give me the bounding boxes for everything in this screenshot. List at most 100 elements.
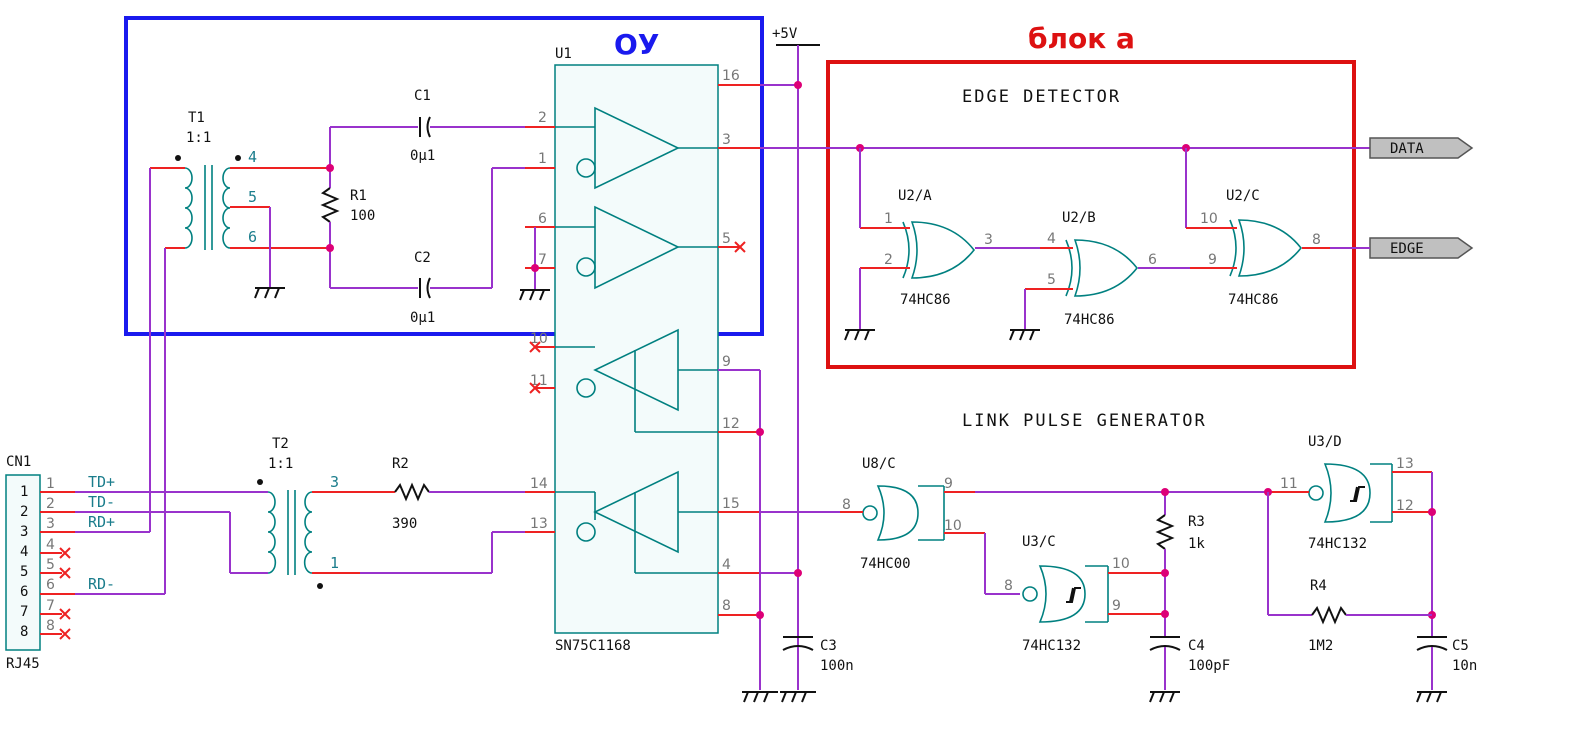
u2b-name: U2/B (1062, 210, 1096, 226)
gate-u2b: U2/B 74HC86 4 5 6 (975, 210, 1157, 341)
c2-name: C2 (414, 250, 431, 266)
u2a-part: 74HC86 (900, 292, 951, 308)
u1-pin-14: 14 (530, 476, 548, 492)
u1-pin-2: 2 (538, 110, 547, 126)
gate-u2a: U2/A 74HC86 1 2 3 (844, 148, 993, 341)
cn1-pin-5-num: 5 (20, 564, 28, 580)
u8c-part: 74HC00 (860, 556, 911, 572)
u3c-part: 74HC132 (1022, 638, 1081, 654)
u2b-part: 74HC86 (1064, 312, 1115, 328)
connector-cn1: CN1 RJ45 1 2 3 4 5 6 7 8 1 2 3 4 5 6 7 8… (5, 454, 115, 672)
u2b-pin-4: 4 (1047, 231, 1056, 247)
c3-name: C3 (820, 638, 837, 654)
u2b-pin-6: 6 (1148, 252, 1157, 268)
cn1-pin-4: 4 (46, 537, 55, 553)
c5-value: 10n (1452, 658, 1477, 674)
u1-pin-3: 3 (722, 132, 731, 148)
u1-pin-8: 8 (722, 598, 731, 614)
cn1-pin-8-num: 8 (20, 624, 28, 640)
u1-pin-stubs (525, 84, 760, 616)
c1-name: C1 (414, 88, 431, 104)
u1-part: SN75C1168 (555, 638, 631, 654)
t2-pin-1: 1 (330, 554, 339, 572)
u8c-pin-9: 9 (944, 476, 953, 492)
u1-pin-12: 12 (722, 416, 740, 432)
u8c-name: U8/C (862, 456, 896, 472)
opamp-block-frame (124, 16, 764, 336)
r3-name: R3 (1188, 514, 1205, 530)
cn1-pin-1-num: 1 (20, 484, 28, 500)
edge-output-port: EDGE (1369, 237, 1474, 259)
u3d-pin-12: 12 (1396, 498, 1414, 514)
r2-value: 390 (392, 516, 417, 532)
u2a-name: U2/A (898, 188, 932, 204)
u2b-pin-5: 5 (1047, 272, 1056, 288)
cn1-pin-3: 3 (46, 516, 55, 532)
t2-pin-3: 3 (330, 473, 339, 491)
u2a-pin-2: 2 (884, 252, 893, 268)
data-output-label: DATA (1390, 141, 1424, 157)
transformer-t2: T2 1:1 3 1 (257, 436, 370, 589)
u1-name: U1 (555, 46, 572, 62)
ic-u1: U1 SN75C1168 (540, 46, 719, 654)
t1-pin-4: 4 (248, 148, 257, 166)
t1-ratio: 1:1 (186, 130, 211, 146)
capacitor-c3: C3 100n (782, 636, 854, 674)
cn1-pin-4-num: 4 (20, 544, 28, 560)
u1-wiring (519, 227, 816, 703)
r1-name: R1 (350, 188, 367, 204)
c4-name: C4 (1188, 638, 1205, 654)
edge-detector-title: EDGE DETECTOR (962, 87, 1121, 107)
resistor-r2: R2 390 (360, 456, 525, 574)
cn1-pin-2: 2 (46, 496, 55, 512)
link-pulse-title: LINK PULSE GENERATOR (962, 411, 1207, 431)
t2-ratio: 1:1 (268, 456, 293, 472)
u3d-pin-13: 13 (1396, 456, 1414, 472)
u2c-pin-9: 9 (1208, 252, 1217, 268)
gate-u3d: U3/D 74HC132 11 13 12 (1264, 434, 1436, 636)
cn1-pin-5: 5 (46, 557, 55, 573)
r2-name: R2 (392, 456, 409, 472)
transformer-t1: T1 1:1 4 5 6 (150, 110, 330, 299)
u3c-pin-8: 8 (1004, 578, 1013, 594)
gate-u8c: U8/C 74HC00 8 9 10 (760, 456, 1268, 595)
cn1-pin-6: 6 (46, 577, 55, 593)
t1-pin-6: 6 (248, 228, 257, 246)
u3d-pin-11: 11 (1280, 476, 1298, 492)
r3-c4-network: R3 1k C4 100pF (1149, 488, 1230, 703)
u1-pin-11: 11 (530, 373, 548, 389)
u2c-part: 74HC86 (1228, 292, 1279, 308)
vcc-rail: +5V (718, 26, 820, 690)
u2c-pin-8: 8 (1312, 232, 1321, 248)
t1-name: T1 (188, 110, 205, 126)
u3c-pin-9: 9 (1112, 598, 1121, 614)
u1-pin-1: 1 (538, 151, 547, 167)
signal-td-minus: TD- (88, 493, 115, 511)
cn1-pin-2-num: 2 (20, 504, 28, 520)
u1-pin-15: 15 (722, 496, 740, 512)
u3c-pin-10: 10 (1112, 556, 1130, 572)
t1-pin-5: 5 (248, 188, 257, 206)
u1-pin-5: 5 (722, 231, 731, 247)
cn1-pin-6-num: 6 (20, 584, 28, 600)
u1-pin-7: 7 (538, 252, 547, 268)
r3-value: 1k (1188, 536, 1205, 552)
c2-value: 0µ1 (410, 310, 435, 326)
cn1-wiring (75, 168, 268, 595)
c3-value: 100n (820, 658, 854, 674)
signal-rd-minus: RD- (88, 575, 115, 593)
block-a-label: блок а (1028, 22, 1135, 55)
u3d-name: U3/D (1308, 434, 1342, 450)
r1-value: 100 (350, 208, 375, 224)
u1-pin-13: 13 (530, 516, 548, 532)
vcc-label: +5V (772, 26, 798, 42)
u1-pin-4: 4 (722, 557, 731, 573)
cn1-pin-1: 1 (46, 476, 55, 492)
cn1-name: CN1 (6, 454, 31, 470)
r4-name: R4 (1310, 578, 1327, 594)
cn1-pin-7-num: 7 (20, 604, 28, 620)
signal-rd-plus: RD+ (88, 513, 115, 531)
u3d-part: 74HC132 (1308, 536, 1367, 552)
cn1-pin-8: 8 (46, 618, 55, 634)
